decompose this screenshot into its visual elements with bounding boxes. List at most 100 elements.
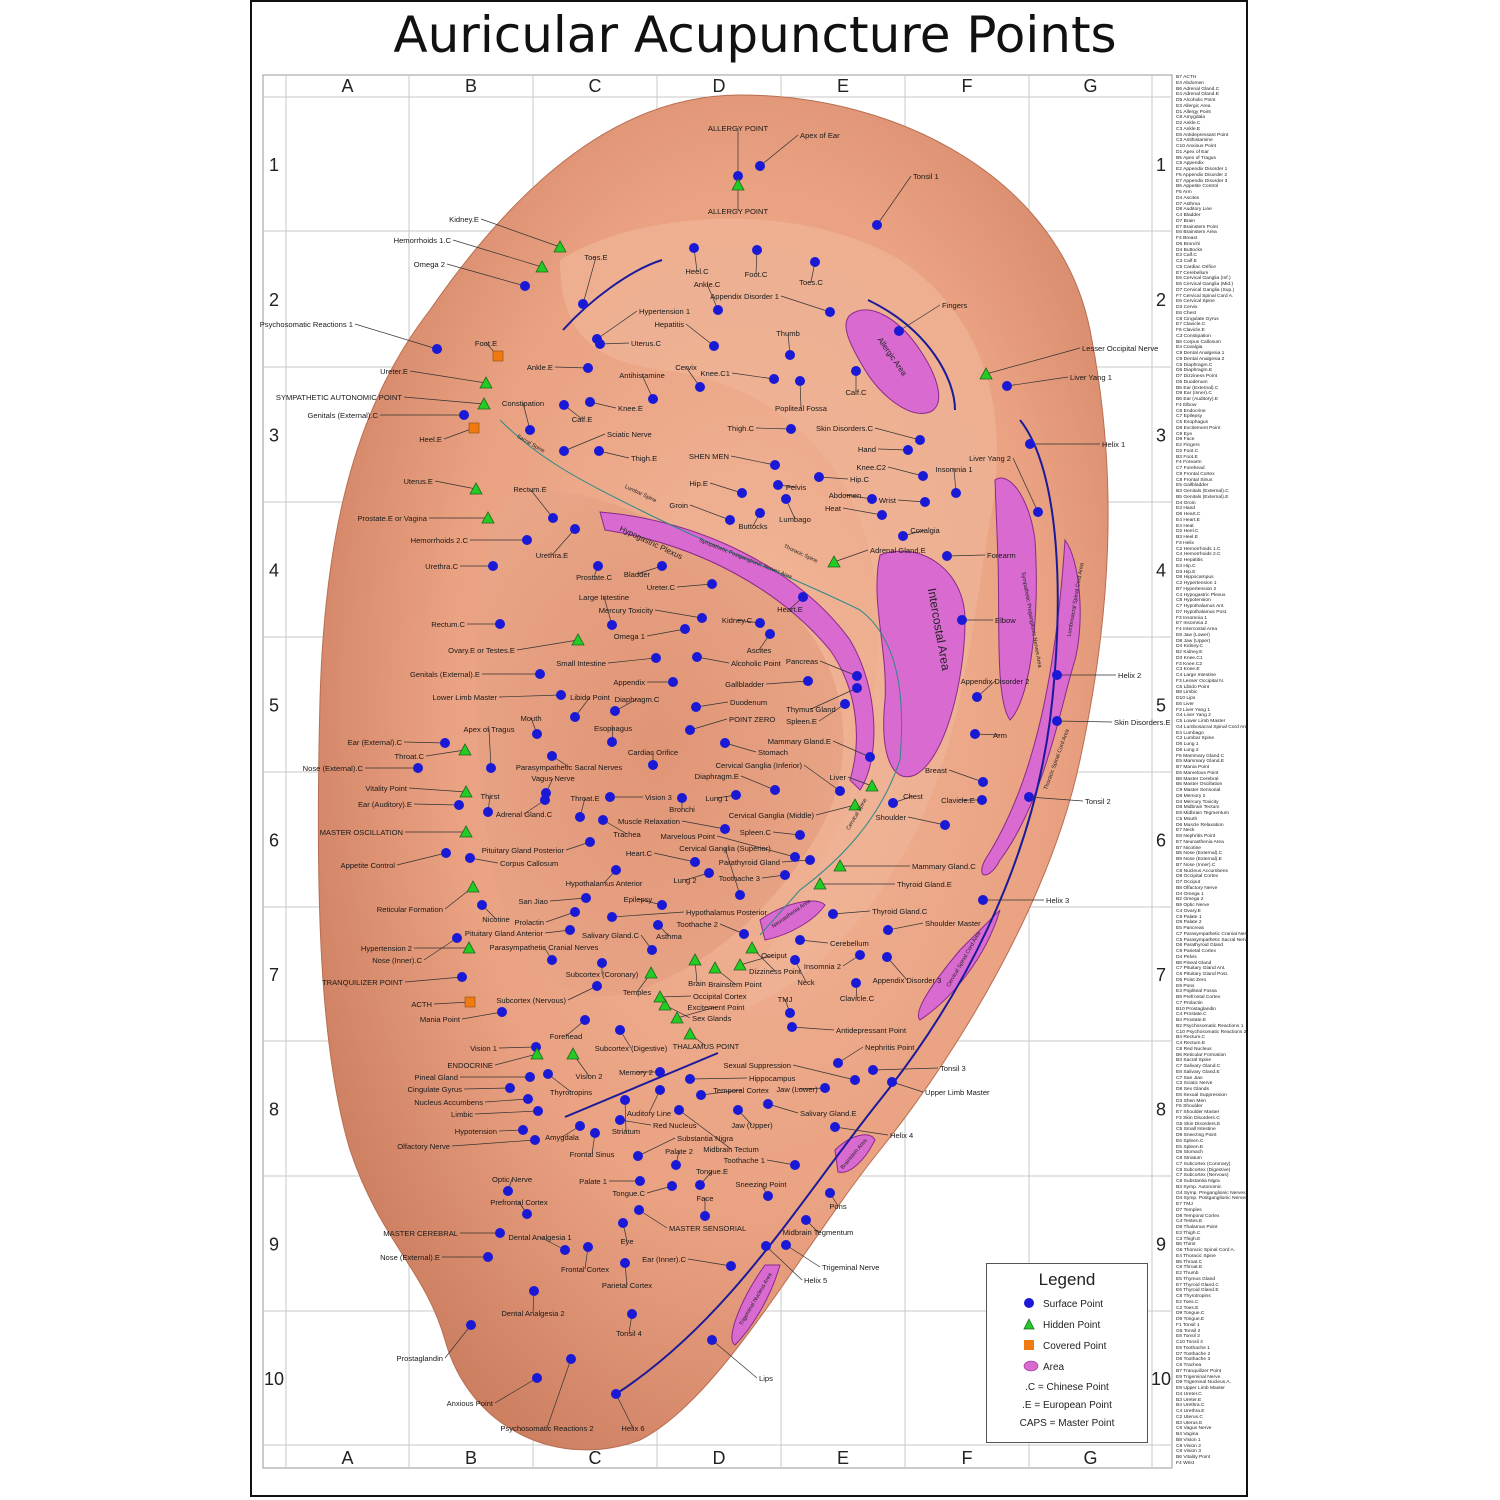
covered-point-marker[interactable] — [468, 422, 480, 434]
surface-point-marker[interactable] — [726, 1261, 736, 1271]
surface-point-marker[interactable] — [583, 363, 593, 373]
surface-point-marker[interactable] — [852, 671, 862, 681]
surface-point-marker[interactable] — [820, 1083, 830, 1093]
surface-point-marker[interactable] — [525, 425, 535, 435]
surface-point-marker[interactable] — [615, 1025, 625, 1035]
surface-point-marker[interactable] — [685, 725, 695, 735]
surface-point-marker[interactable] — [520, 281, 530, 291]
hidden-point-marker[interactable] — [566, 1047, 580, 1060]
surface-point-marker[interactable] — [692, 652, 702, 662]
surface-point-marker[interactable] — [835, 786, 845, 796]
surface-point-marker[interactable] — [594, 446, 604, 456]
surface-point-marker[interactable] — [413, 763, 423, 773]
surface-point-marker[interactable] — [633, 1151, 643, 1161]
surface-point-marker[interactable] — [877, 510, 887, 520]
surface-point-marker[interactable] — [872, 220, 882, 230]
surface-point-marker[interactable] — [752, 245, 762, 255]
surface-point-marker[interactable] — [709, 341, 719, 351]
surface-point-marker[interactable] — [1052, 670, 1062, 680]
surface-point-marker[interactable] — [894, 326, 904, 336]
surface-point-marker[interactable] — [805, 855, 815, 865]
surface-point-marker[interactable] — [454, 800, 464, 810]
surface-point-marker[interactable] — [739, 929, 749, 939]
surface-point-marker[interactable] — [559, 446, 569, 456]
surface-point-marker[interactable] — [720, 824, 730, 834]
surface-point-marker[interactable] — [695, 382, 705, 392]
surface-point-marker[interactable] — [700, 1211, 710, 1221]
surface-point-marker[interactable] — [547, 751, 557, 761]
surface-point-marker[interactable] — [627, 1309, 637, 1319]
surface-point-marker[interactable] — [560, 1245, 570, 1255]
surface-point-marker[interactable] — [607, 620, 617, 630]
surface-point-marker[interactable] — [522, 535, 532, 545]
surface-point-marker[interactable] — [1052, 716, 1062, 726]
surface-point-marker[interactable] — [535, 669, 545, 679]
surface-point-marker[interactable] — [522, 1209, 532, 1219]
surface-point-marker[interactable] — [634, 1205, 644, 1215]
surface-point-marker[interactable] — [495, 1228, 505, 1238]
surface-point-marker[interactable] — [920, 497, 930, 507]
surface-point-marker[interactable] — [647, 945, 657, 955]
surface-point-marker[interactable] — [607, 737, 617, 747]
surface-point-marker[interactable] — [575, 812, 585, 822]
surface-point-marker[interactable] — [543, 1069, 553, 1079]
surface-point-marker[interactable] — [685, 1074, 695, 1084]
surface-point-marker[interactable] — [532, 1373, 542, 1383]
surface-point-marker[interactable] — [605, 792, 615, 802]
surface-point-marker[interactable] — [780, 870, 790, 880]
surface-point-marker[interactable] — [495, 619, 505, 629]
surface-point-marker[interactable] — [559, 400, 569, 410]
surface-point-marker[interactable] — [725, 515, 735, 525]
surface-point-marker[interactable] — [731, 790, 741, 800]
surface-point-marker[interactable] — [737, 488, 747, 498]
hidden-point-marker[interactable] — [813, 877, 827, 890]
surface-point-marker[interactable] — [887, 1077, 897, 1087]
surface-point-marker[interactable] — [585, 397, 595, 407]
surface-point-marker[interactable] — [733, 1105, 743, 1115]
surface-point-marker[interactable] — [691, 702, 701, 712]
surface-point-marker[interactable] — [888, 798, 898, 808]
surface-point-marker[interactable] — [592, 981, 602, 991]
surface-point-marker[interactable] — [942, 551, 952, 561]
covered-point-marker[interactable] — [464, 996, 476, 1008]
surface-point-marker[interactable] — [607, 912, 617, 922]
surface-point-marker[interactable] — [503, 1186, 513, 1196]
hidden-point-marker[interactable] — [644, 966, 658, 979]
surface-point-marker[interactable] — [852, 683, 862, 693]
surface-point-marker[interactable] — [651, 653, 661, 663]
surface-point-marker[interactable] — [773, 480, 783, 490]
surface-point-marker[interactable] — [595, 339, 605, 349]
surface-point-marker[interactable] — [655, 1085, 665, 1095]
surface-point-marker[interactable] — [851, 978, 861, 988]
hidden-point-marker[interactable] — [979, 367, 993, 380]
surface-point-marker[interactable] — [825, 1188, 835, 1198]
surface-point-marker[interactable] — [635, 1176, 645, 1186]
surface-point-marker[interactable] — [689, 243, 699, 253]
surface-point-marker[interactable] — [803, 676, 813, 686]
surface-point-marker[interactable] — [483, 1252, 493, 1262]
surface-point-marker[interactable] — [518, 1125, 528, 1135]
surface-point-marker[interactable] — [677, 793, 687, 803]
surface-point-marker[interactable] — [667, 1181, 677, 1191]
surface-point-marker[interactable] — [867, 494, 877, 504]
surface-point-marker[interactable] — [786, 424, 796, 434]
hidden-point-marker[interactable] — [458, 743, 472, 756]
surface-point-marker[interactable] — [755, 161, 765, 171]
surface-point-marker[interactable] — [915, 435, 925, 445]
surface-point-marker[interactable] — [671, 1160, 681, 1170]
surface-point-marker[interactable] — [556, 690, 566, 700]
hidden-point-marker[interactable] — [733, 958, 747, 971]
surface-point-marker[interactable] — [770, 785, 780, 795]
surface-point-marker[interactable] — [1033, 507, 1043, 517]
surface-point-marker[interactable] — [597, 958, 607, 968]
surface-point-marker[interactable] — [505, 1083, 515, 1093]
surface-point-marker[interactable] — [733, 171, 743, 181]
hidden-point-marker[interactable] — [670, 1011, 684, 1024]
hidden-point-marker[interactable] — [459, 825, 473, 838]
surface-point-marker[interactable] — [440, 738, 450, 748]
hidden-point-marker[interactable] — [827, 555, 841, 568]
surface-point-marker[interactable] — [970, 729, 980, 739]
surface-point-marker[interactable] — [883, 925, 893, 935]
surface-point-marker[interactable] — [781, 494, 791, 504]
surface-point-marker[interactable] — [830, 1122, 840, 1132]
